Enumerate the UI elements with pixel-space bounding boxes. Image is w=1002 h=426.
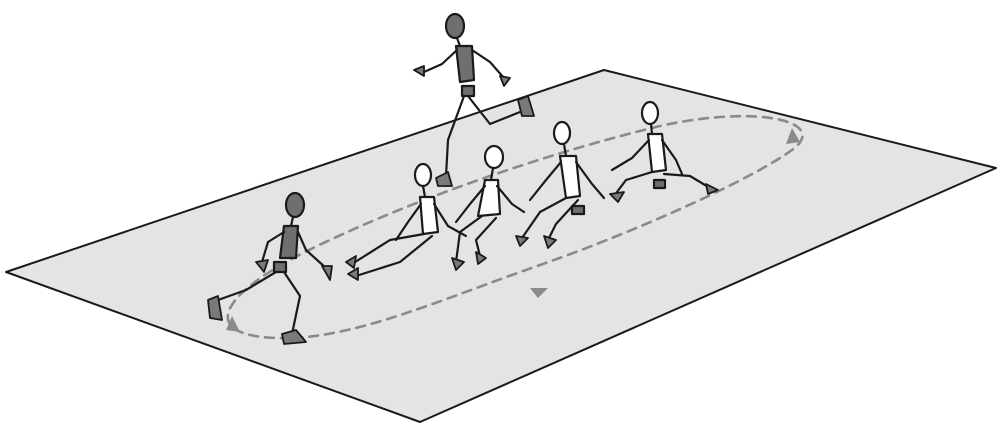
runner-bottom-shorts	[274, 262, 286, 272]
seated-player-4-head	[642, 102, 658, 124]
runner-bottom-head	[286, 193, 304, 217]
seated-player-4-neck	[651, 124, 652, 134]
runner-top-hand-left	[414, 66, 424, 76]
runner-top-neck	[457, 38, 460, 46]
runner-top-shorts	[462, 86, 474, 96]
runner-top-hand-right	[500, 76, 510, 86]
runner-top-torso	[456, 46, 474, 82]
seated-player-2-head	[485, 146, 503, 168]
seated-player-4-shorts	[654, 180, 665, 188]
runner-top-arm-right	[472, 50, 504, 78]
seated-player-1-torso	[420, 197, 438, 234]
seated-player-1-head	[415, 164, 431, 186]
seated-player-4-torso	[648, 134, 666, 172]
seated-player-3-head	[554, 122, 570, 144]
runner-bottom-torso	[280, 226, 298, 258]
runner-top-arm-left	[424, 50, 457, 72]
runner-top-head	[446, 14, 464, 38]
court	[6, 70, 996, 422]
seated-player-3-shorts	[572, 206, 584, 214]
